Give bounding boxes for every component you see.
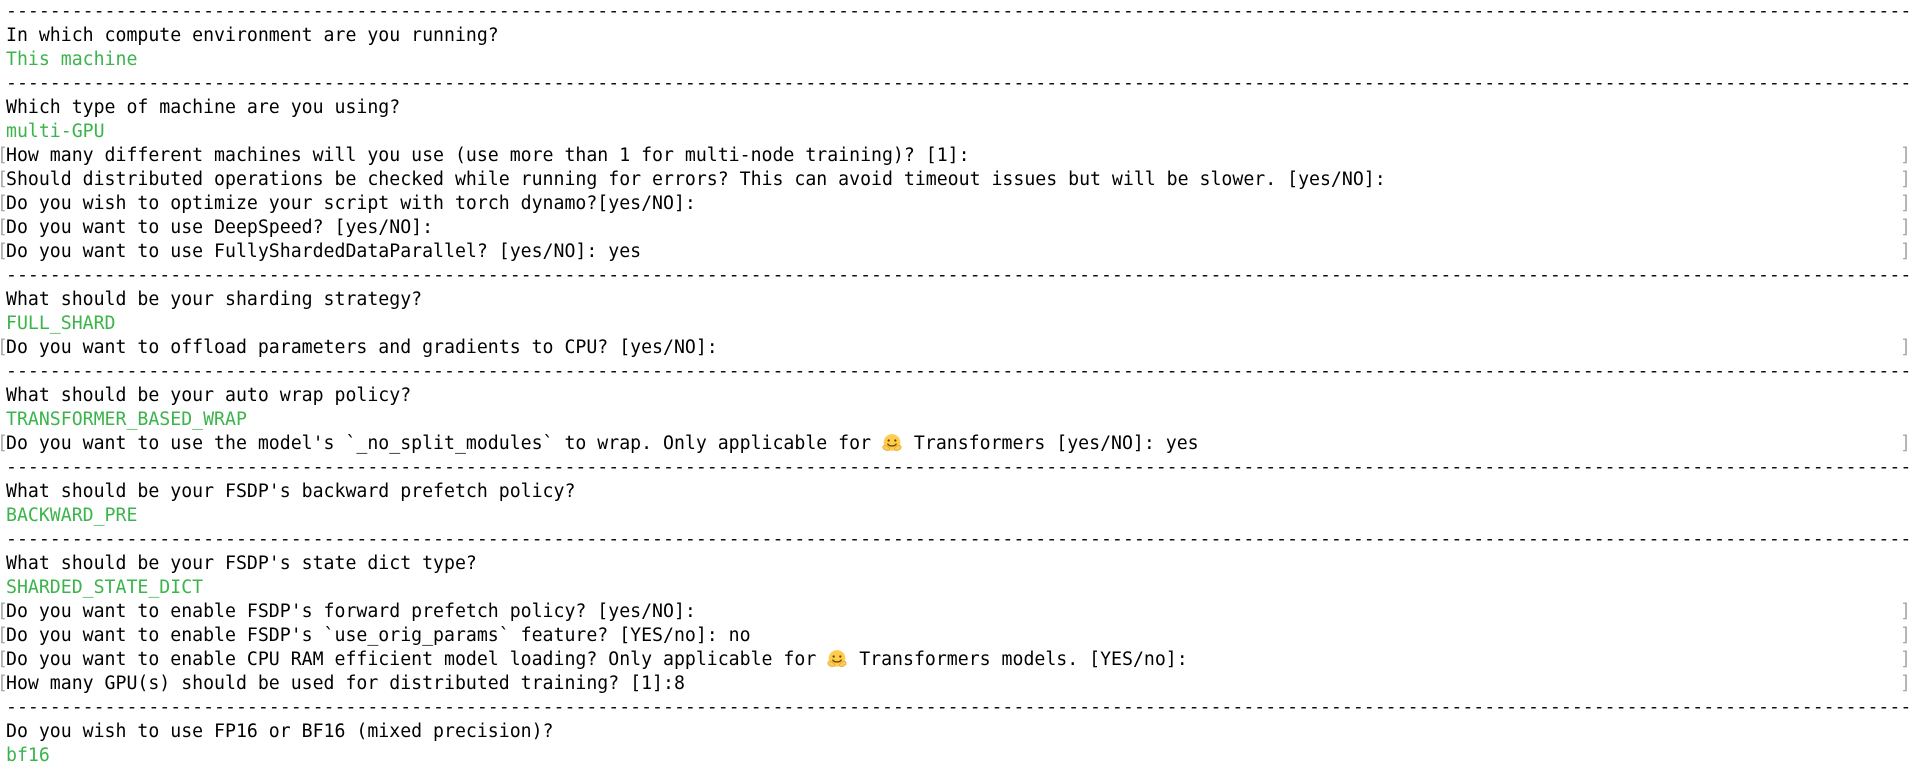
line-start-bracket: [ bbox=[0, 600, 8, 624]
prompt-text: How many GPU(s) should be used for distr… bbox=[6, 673, 685, 694]
line-end-bracket: ] bbox=[1900, 193, 1911, 214]
separator-line: ----------------------------------------… bbox=[6, 1, 1912, 22]
line-end-bracket: ] bbox=[1900, 241, 1911, 262]
question-line: What should be your FSDP's backward pref… bbox=[6, 481, 576, 502]
prompt-text: Should distributed operations be checked… bbox=[6, 169, 1386, 190]
answer-line: This machine bbox=[6, 49, 138, 70]
separator-line: ----------------------------------------… bbox=[6, 529, 1912, 550]
line-start-bracket: [ bbox=[0, 432, 8, 456]
line-end-bracket: ] bbox=[1900, 601, 1911, 622]
question-line: Do you wish to use FP16 or BF16 (mixed p… bbox=[6, 721, 554, 742]
line-start-bracket: [ bbox=[0, 336, 8, 360]
hugging-face-emoji bbox=[827, 649, 848, 669]
line-end-bracket: ] bbox=[1900, 625, 1911, 646]
line-end-bracket: ] bbox=[1900, 169, 1911, 190]
line-start-bracket: [ bbox=[0, 624, 8, 648]
line-end-bracket: ] bbox=[1900, 217, 1911, 238]
answer-line: FULL_SHARD bbox=[6, 313, 116, 334]
separator-line: ----------------------------------------… bbox=[6, 457, 1912, 478]
question-line: What should be your FSDP's state dict ty… bbox=[6, 553, 477, 574]
answer-line: SHARDED_STATE_DICT bbox=[6, 577, 204, 598]
question-line: In which compute environment are you run… bbox=[6, 25, 499, 46]
answer-line: TRANSFORMER_BASED_WRAP bbox=[6, 409, 247, 430]
line-start-bracket: [ bbox=[0, 648, 8, 672]
line-end-bracket: ] bbox=[1900, 649, 1911, 670]
prompt-line: [Do you want to use the model's `_no_spl… bbox=[0, 432, 1913, 456]
prompt-text: How many different machines will you use… bbox=[6, 145, 970, 166]
prompt-text: Do you want to offload parameters and gr… bbox=[6, 337, 718, 358]
question-line: What should be your auto wrap policy? bbox=[6, 385, 412, 406]
prompt-line: [Should distributed operations be checke… bbox=[0, 168, 1913, 192]
prompt-line: [Do you want to enable CPU RAM efficient… bbox=[0, 648, 1913, 672]
prompt-text: Do you want to use DeepSpeed? [yes/NO]: bbox=[6, 217, 434, 238]
answer-line: multi-GPU bbox=[6, 121, 105, 142]
separator-line: ----------------------------------------… bbox=[6, 361, 1912, 382]
prompt-text: Do you want to enable FSDP's `use_orig_p… bbox=[6, 625, 751, 646]
answer-line: bf16 bbox=[6, 745, 50, 766]
prompt-text: Do you want to use the model's `_no_spli… bbox=[6, 433, 1199, 454]
prompt-text: Do you want to enable FSDP's forward pre… bbox=[6, 601, 696, 622]
question-line: What should be your sharding strategy? bbox=[6, 289, 423, 310]
line-start-bracket: [ bbox=[0, 168, 8, 192]
line-start-bracket: [ bbox=[0, 240, 8, 264]
prompt-line: [Do you want to use DeepSpeed? [yes/NO]:… bbox=[0, 216, 1913, 240]
prompt-text: Do you want to enable CPU RAM efficient … bbox=[6, 649, 1188, 670]
line-start-bracket: [ bbox=[0, 216, 8, 240]
line-start-bracket: [ bbox=[0, 192, 8, 216]
answer-line: BACKWARD_PRE bbox=[6, 505, 138, 526]
line-end-bracket: ] bbox=[1900, 433, 1911, 454]
prompt-line: [How many GPU(s) should be used for dist… bbox=[0, 672, 1913, 696]
prompt-line: [Do you want to use FullyShardedDataPara… bbox=[0, 240, 1913, 264]
line-end-bracket: ] bbox=[1900, 145, 1911, 166]
line-start-bracket: [ bbox=[0, 144, 8, 168]
line-end-bracket: ] bbox=[1900, 337, 1911, 358]
prompt-text: Do you want to use FullyShardedDataParal… bbox=[6, 241, 642, 262]
separator-line: ----------------------------------------… bbox=[6, 265, 1912, 286]
prompt-line: [Do you wish to optimize your script wit… bbox=[0, 192, 1913, 216]
prompt-text: Do you wish to optimize your script with… bbox=[6, 193, 696, 214]
prompt-line: [Do you want to offload parameters and g… bbox=[0, 336, 1913, 360]
separator-line: ----------------------------------------… bbox=[6, 697, 1912, 718]
line-end-bracket: ] bbox=[1900, 673, 1911, 694]
question-line: Which type of machine are you using? bbox=[6, 97, 401, 118]
line-start-bracket: [ bbox=[0, 672, 8, 696]
separator-line: ----------------------------------------… bbox=[6, 73, 1912, 94]
prompt-line: [Do you want to enable FSDP's `use_orig_… bbox=[0, 624, 1913, 648]
prompt-line: [How many different machines will you us… bbox=[0, 144, 1913, 168]
hugging-face-emoji bbox=[882, 433, 903, 453]
prompt-line: [Do you want to enable FSDP's forward pr… bbox=[0, 600, 1913, 624]
